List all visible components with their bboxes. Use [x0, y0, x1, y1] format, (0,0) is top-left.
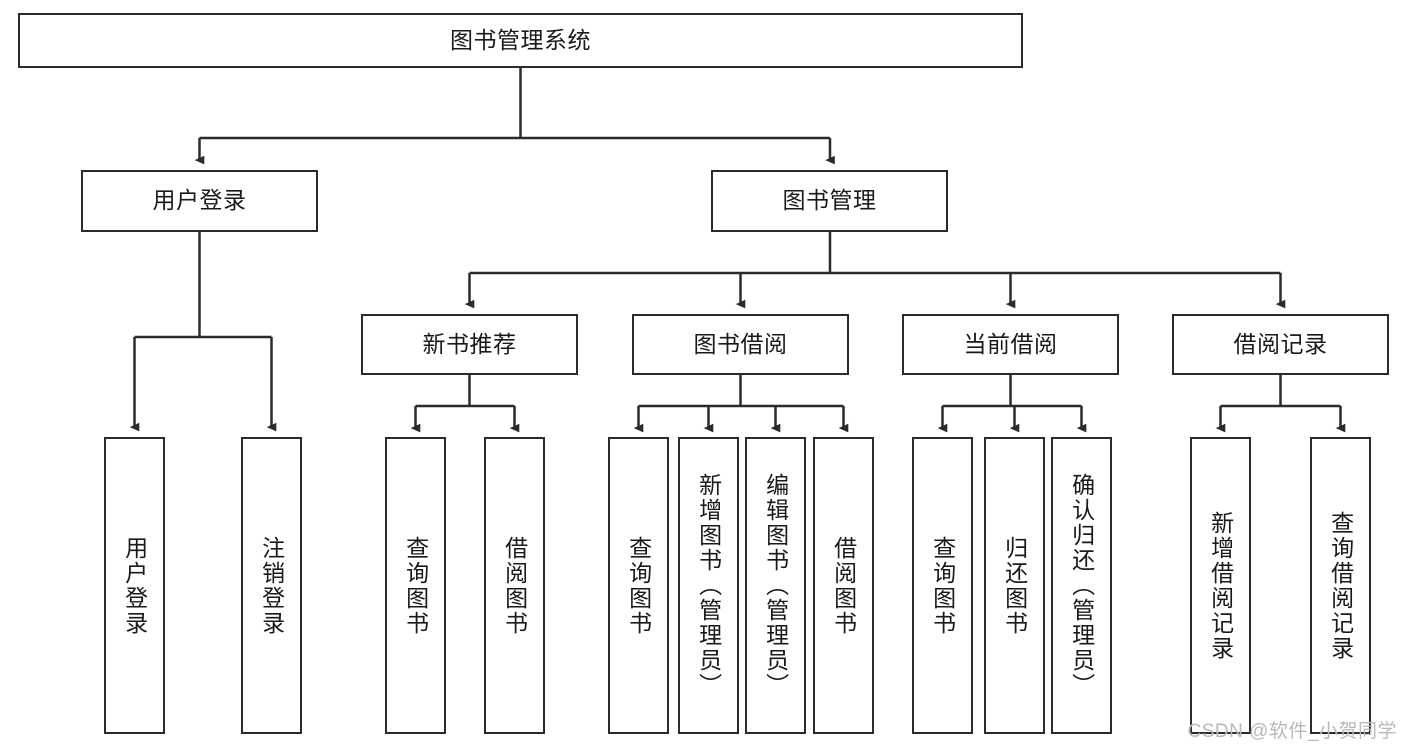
- leaf-borrow-book-1-label: 借阅图书: [501, 535, 528, 636]
- leaf-add-book-label: 新增图书（管理员）: [695, 473, 722, 698]
- leaf-return-book[interactable]: 归还图书: [984, 437, 1045, 734]
- node-current-borrow-label: 当前借阅: [963, 330, 1058, 357]
- leaf-query-book-3-label: 查询图书: [929, 535, 956, 636]
- leaf-borrow-book-2-label: 借阅图书: [830, 535, 857, 636]
- watermark: CSDN @软件_小贺同学: [1187, 721, 1397, 742]
- leaf-user-logout[interactable]: 注销登录: [241, 437, 302, 734]
- leaf-user-login[interactable]: 用户登录: [104, 437, 165, 734]
- node-book-borrow[interactable]: 图书借阅: [632, 314, 849, 375]
- leaf-edit-book[interactable]: 编辑图书（管理员）: [745, 437, 806, 734]
- leaf-query-record-label: 查询借阅记录: [1327, 510, 1354, 661]
- leaf-query-book-2[interactable]: 查询图书: [608, 437, 669, 734]
- leaf-query-book-1-label: 查询图书: [402, 535, 429, 636]
- leaf-query-record[interactable]: 查询借阅记录: [1310, 437, 1371, 734]
- node-new-book-recommend-label: 新书推荐: [422, 330, 517, 357]
- leaf-query-book-1[interactable]: 查询图书: [385, 437, 446, 734]
- leaf-add-record[interactable]: 新增借阅记录: [1190, 437, 1251, 734]
- node-borrow-record-label: 借阅记录: [1233, 330, 1328, 357]
- leaf-confirm-return[interactable]: 确认归还（管理员）: [1051, 437, 1112, 734]
- leaf-return-book-label: 归还图书: [1001, 535, 1028, 636]
- leaf-query-book-3[interactable]: 查询图书: [912, 437, 973, 734]
- node-new-book-recommend[interactable]: 新书推荐: [361, 314, 578, 375]
- node-book-manage-label: 图书管理: [782, 187, 877, 214]
- node-book-manage[interactable]: 图书管理: [711, 170, 948, 232]
- leaf-add-book[interactable]: 新增图书（管理员）: [678, 437, 739, 734]
- node-borrow-record[interactable]: 借阅记录: [1172, 314, 1389, 375]
- leaf-user-login-label: 用户登录: [121, 535, 148, 636]
- leaf-add-record-label: 新增借阅记录: [1207, 510, 1234, 661]
- node-current-borrow[interactable]: 当前借阅: [902, 314, 1119, 375]
- node-root-label: 图书管理系统: [450, 26, 591, 53]
- leaf-borrow-book-2[interactable]: 借阅图书: [813, 437, 874, 734]
- node-user-login-label: 用户登录: [152, 187, 247, 214]
- leaf-edit-book-label: 编辑图书（管理员）: [762, 473, 789, 698]
- node-user-login[interactable]: 用户登录: [81, 170, 318, 232]
- leaf-query-book-2-label: 查询图书: [625, 535, 652, 636]
- leaf-confirm-return-label: 确认归还（管理员）: [1068, 473, 1095, 698]
- leaf-borrow-book-1[interactable]: 借阅图书: [484, 437, 545, 734]
- node-book-borrow-label: 图书借阅: [693, 330, 788, 357]
- node-root[interactable]: 图书管理系统: [18, 13, 1023, 68]
- leaf-user-logout-label: 注销登录: [258, 535, 285, 636]
